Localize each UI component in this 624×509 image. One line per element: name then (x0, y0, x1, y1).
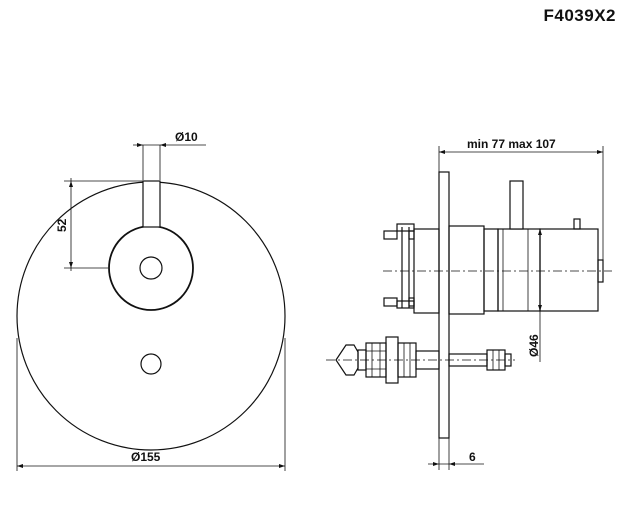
knob-outer-ring (108, 225, 194, 311)
pin-diameter-dimension: Ø10 (133, 130, 206, 180)
plate-diameter-dimension: Ø155 (16, 338, 286, 471)
lever-handle (142, 180, 161, 228)
side-view: min 77 max 107 Ø46 6 (326, 137, 612, 470)
plate-diameter-label: Ø155 (131, 450, 161, 464)
depth-range-label: min 77 max 107 (467, 137, 556, 151)
pin-diameter-label: Ø10 (175, 130, 198, 144)
plate-thickness-label: 6 (469, 450, 476, 464)
front-view: Ø10 52 Ø155 (16, 130, 286, 471)
lever-height-label: 52 (55, 218, 69, 232)
body-diameter-dimension: Ø46 (527, 229, 542, 362)
wall-plate (438, 171, 450, 439)
diverter-cartridge (335, 336, 512, 384)
depth-dimension: min 77 max 107 (438, 137, 604, 260)
plate-thickness-dimension: 6 (428, 438, 484, 470)
lever-height-dimension: 52 (55, 178, 143, 271)
lever-side (509, 180, 524, 230)
knob-inner-circle (139, 256, 163, 280)
mounting-brackets (383, 223, 415, 309)
diverter-button (140, 353, 162, 375)
product-code: F4039X2 (543, 6, 616, 25)
body-diameter-label: Ø46 (527, 334, 541, 357)
